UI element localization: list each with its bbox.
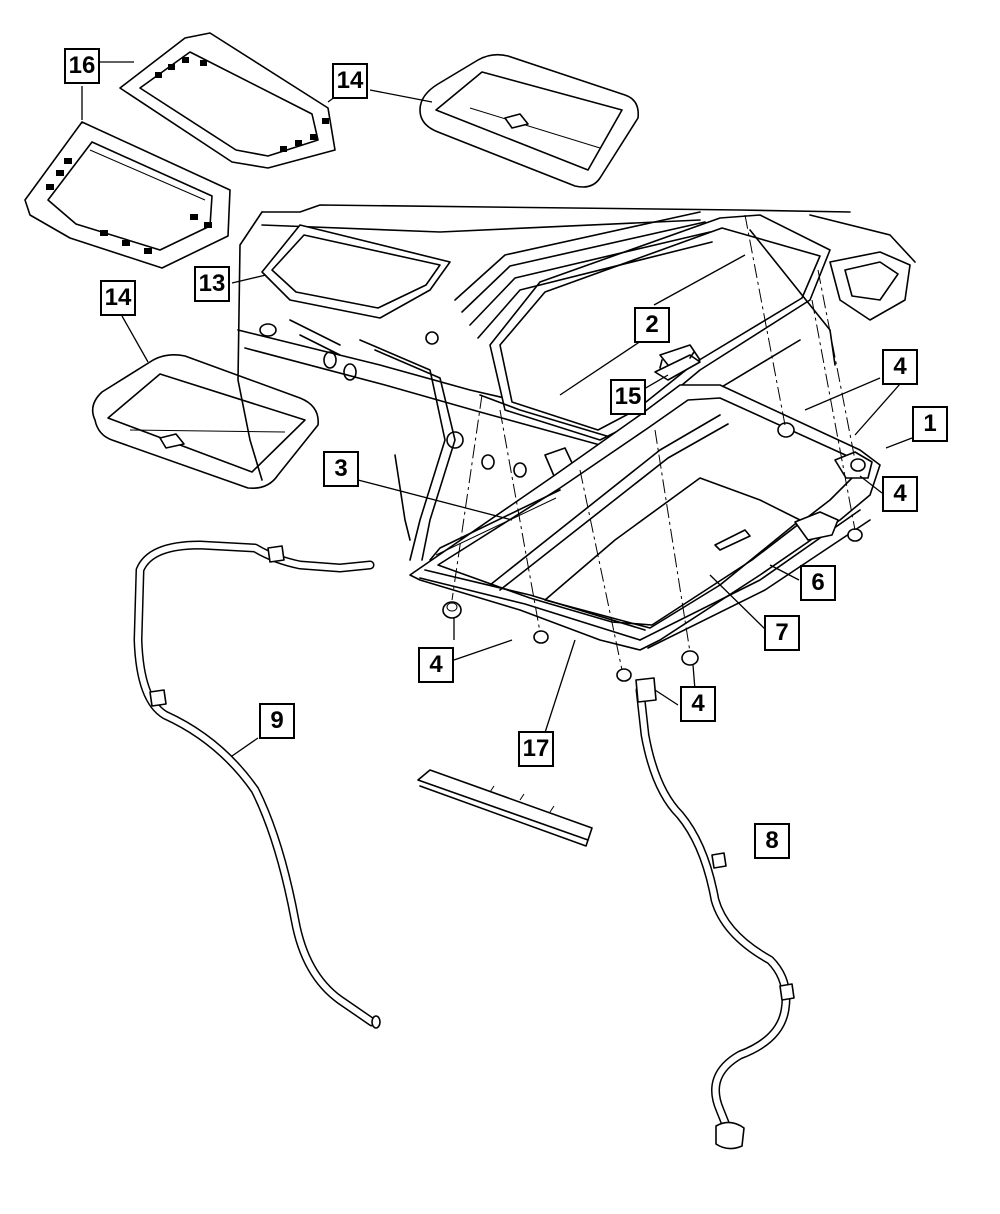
nut-5: [777, 422, 795, 438]
deflector-strip: [417, 769, 593, 847]
callout-2: 2: [634, 307, 670, 343]
callout-4-left: 4: [418, 647, 454, 683]
nut-2: [533, 630, 549, 644]
callout-14-upper: 14: [332, 63, 368, 99]
shade-panel-upper: [119, 32, 336, 169]
drain-tube-part-8: [635, 677, 795, 1150]
alignment-lines: [451, 214, 856, 671]
nut-6: [847, 528, 863, 542]
callout-4-right-mid: 4: [882, 476, 918, 512]
callout-14-lower: 14: [100, 280, 136, 316]
nut-7: [850, 458, 866, 472]
callout-1: 1: [912, 406, 948, 442]
frame-seal-lower: [91, 354, 319, 490]
callout-17: 17: [518, 731, 554, 767]
frame-seal-upper: [419, 53, 640, 188]
callout-7: 7: [764, 615, 800, 651]
callout-6: 6: [800, 565, 836, 601]
callout-15: 15: [610, 379, 646, 415]
drain-tube-part-9: [133, 540, 381, 1029]
callout-8: 8: [754, 823, 790, 859]
callout-3: 3: [323, 451, 359, 487]
callout-9: 9: [259, 703, 295, 739]
nut-3: [616, 668, 632, 682]
callout-4-right-top: 4: [882, 349, 918, 385]
callout-16: 16: [64, 48, 100, 84]
callout-4-bottom: 4: [680, 686, 716, 722]
shade-panel-lower: [24, 121, 231, 269]
nuts-part-4: [442, 422, 866, 682]
callout-13: 13: [194, 266, 230, 302]
sunroof-frame: [409, 384, 881, 651]
nut-1: [442, 601, 462, 619]
nut-4: [681, 650, 699, 666]
